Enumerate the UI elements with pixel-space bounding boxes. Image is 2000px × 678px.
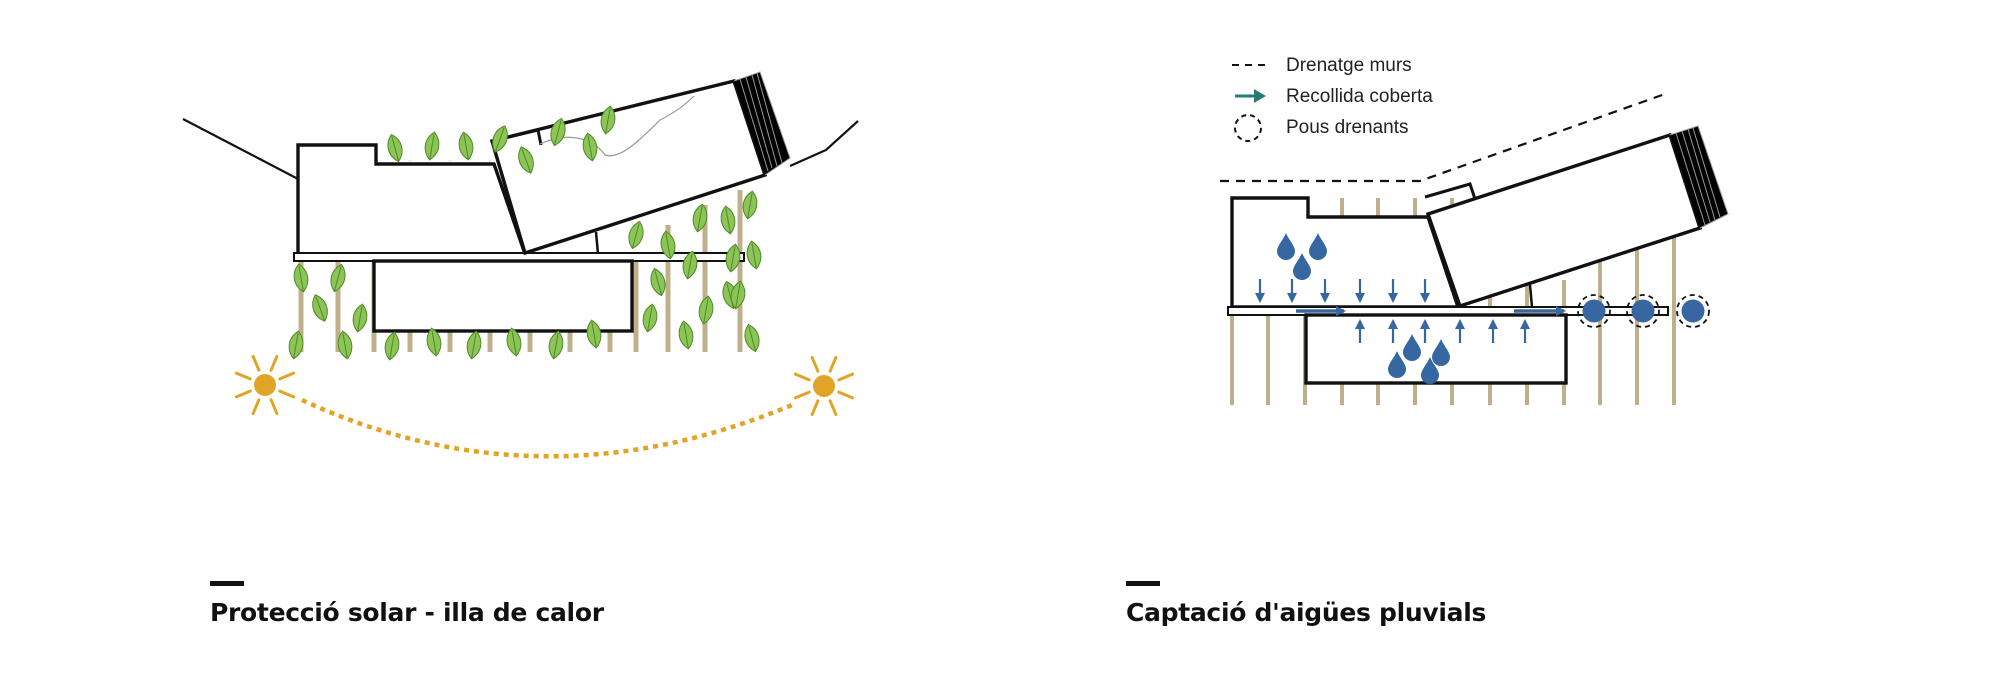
legend-label: Pous drenants <box>1286 116 1409 138</box>
sun-icon <box>234 354 296 416</box>
leaf-icon <box>582 132 598 162</box>
leaf-icon <box>720 205 736 235</box>
legend-item-wall-drainage: Drenatge murs <box>1230 50 1433 81</box>
panel-title: Captació d'aigües pluvials <box>1126 598 1487 627</box>
title-accent-bar <box>1126 581 1160 586</box>
tilted-block-base <box>1528 284 1534 308</box>
wall-drainage-line <box>1220 92 1666 183</box>
leaf-icon <box>660 230 676 260</box>
drainage-well <box>1676 294 1710 328</box>
water-drop-icon <box>1309 233 1327 260</box>
leaf-icon <box>650 267 666 297</box>
leaf-icon <box>678 320 694 350</box>
terrain-line-left <box>182 118 301 181</box>
leaf-icon <box>466 330 482 360</box>
legend-item-roof-collection: Recollida coberta <box>1230 81 1433 112</box>
panel-title-block: Captació d'aigües pluvials <box>1126 581 1486 627</box>
leaf-icon <box>424 131 440 161</box>
water-drop-icon <box>1421 357 1439 384</box>
leaf-icon <box>426 327 442 357</box>
dashed-circle-icon <box>1234 114 1262 142</box>
water-drop-icon <box>1293 253 1311 280</box>
water-drop-icon <box>1403 334 1421 361</box>
roof-step <box>1424 182 1477 200</box>
water-drops <box>1277 233 1450 384</box>
legend-label: Recollida coberta <box>1286 85 1433 107</box>
leaf-icon <box>387 133 403 163</box>
leaf-icon <box>506 327 522 357</box>
slope-hatch <box>1669 125 1729 229</box>
leaf-icon <box>548 330 564 360</box>
leaf-icon <box>698 295 714 325</box>
leaf-icon <box>312 294 328 322</box>
leaf-icon <box>642 303 658 333</box>
rain-down-arrows <box>1255 279 1430 303</box>
slope-hatch <box>733 71 791 176</box>
leaf-icon <box>746 240 762 270</box>
arrow-right-icon <box>1235 89 1266 103</box>
title-accent-bar <box>210 581 244 586</box>
leaf-icon <box>692 203 708 233</box>
leaf-icon <box>682 250 698 280</box>
drainage-well <box>1626 294 1660 328</box>
water-drop-icon <box>1432 339 1450 366</box>
leaf-icon <box>628 220 644 250</box>
leaf-icon <box>384 331 400 361</box>
terrain-line-right <box>789 120 859 168</box>
leaf-icon <box>518 146 534 174</box>
leaf-icon <box>600 105 616 135</box>
panel-title: Protecció solar - illa de calor <box>210 598 604 627</box>
tilted-block-base <box>594 231 600 255</box>
leaf-icon <box>293 263 309 293</box>
leaf-icon <box>492 125 508 153</box>
water-drop-icon <box>1277 233 1295 260</box>
vegetation-leaves <box>288 105 762 361</box>
dashed-line-icon <box>1232 64 1270 66</box>
legend-item-drainage-wells: Pous drenants <box>1230 112 1433 143</box>
water-drop-icon <box>1388 351 1406 378</box>
legend-label: Drenatge murs <box>1286 54 1412 76</box>
roof-garden-outline <box>539 95 695 157</box>
leaf-icon <box>742 190 758 220</box>
sun-path-arc <box>301 397 793 459</box>
drainage-wells <box>1577 294 1710 328</box>
leaf-icon <box>744 323 760 353</box>
rainwater-collection-diagram <box>1220 92 1729 405</box>
leaf-icon <box>550 117 566 147</box>
leaf-icon <box>352 303 368 333</box>
infiltration-up-arrows <box>1355 319 1530 343</box>
solar-protection-diagram <box>182 71 859 459</box>
leaf-icon <box>330 263 346 293</box>
leaf-icon <box>725 243 741 273</box>
leaf-icon <box>458 131 474 161</box>
leaf-icon <box>337 330 353 360</box>
building-lower-block <box>372 259 634 333</box>
legend: Drenatge murs Recollida coberta Pous dre… <box>1230 50 1433 143</box>
leaf-icon <box>730 280 746 310</box>
leaf-icon <box>586 319 602 349</box>
panel-title-block: Protecció solar - illa de calor <box>210 581 604 627</box>
sun-icon <box>793 355 855 417</box>
leaf-icon <box>288 330 304 360</box>
drainage-well <box>1577 294 1611 328</box>
